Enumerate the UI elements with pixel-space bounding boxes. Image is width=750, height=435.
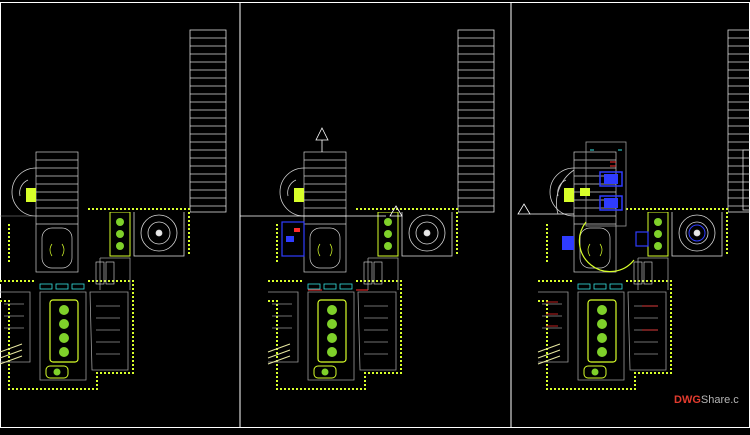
- watermark-brand: DWG: [674, 394, 701, 406]
- floor-plan-2: [240, 28, 496, 390]
- watermark: DWGShare.c: [674, 392, 748, 408]
- round-platform-blue: [688, 224, 706, 242]
- watermark-text: Share.c: [700, 394, 739, 406]
- floor-plan-3: [517, 28, 750, 390]
- sheet-frames: [0, 2, 750, 428]
- red-bays: [546, 301, 658, 331]
- right-stair-stub: [742, 149, 750, 211]
- core-rooms: [562, 141, 649, 273]
- north-arrow: [315, 127, 329, 152]
- section-marker: [240, 205, 403, 217]
- north-arrow: [517, 203, 574, 215]
- dome-arc: [556, 169, 575, 215]
- blue-rooms: [281, 221, 305, 257]
- floor-plan-1: [0, 28, 228, 390]
